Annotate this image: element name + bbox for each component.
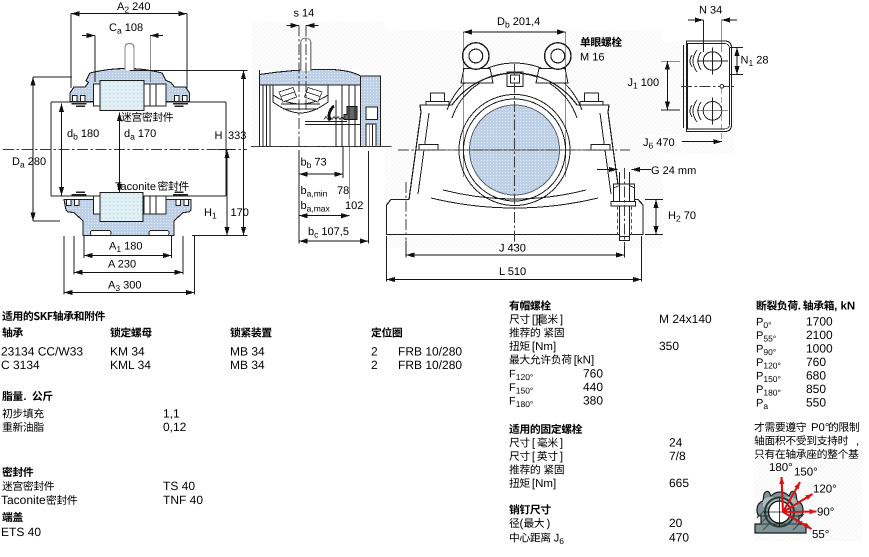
svg-text:680: 680 <box>806 369 826 383</box>
svg-text:KML 34: KML 34 <box>110 358 151 372</box>
svg-text:23134 CC/W33: 23134 CC/W33 <box>1 345 83 359</box>
svg-text:760: 760 <box>806 355 826 369</box>
svg-text:[kN]: [kN] <box>574 355 594 367</box>
svg-text:]: ] <box>560 451 563 463</box>
svg-text:.: . <box>23 391 26 403</box>
svg-text:s 14: s 14 <box>294 8 315 20</box>
svg-text:G 24 mm: G 24 mm <box>651 165 696 177</box>
svg-text:P55°: P55° <box>756 330 776 344</box>
svg-text:[: [ <box>532 451 536 463</box>
svg-text:2: 2 <box>371 345 378 359</box>
svg-text:A2 240: A2 240 <box>117 1 151 15</box>
svg-text:850: 850 <box>806 382 826 396</box>
svg-text:FRB 10/280: FRB 10/280 <box>398 345 462 359</box>
svg-text:A1 180: A1 180 <box>109 241 143 255</box>
svg-text:24: 24 <box>669 436 683 450</box>
svg-text:120°: 120° <box>813 484 837 496</box>
svg-text:[: [ <box>532 438 536 450</box>
svg-text:A3 300: A3 300 <box>108 280 142 294</box>
svg-text:KM 34: KM 34 <box>110 345 145 359</box>
svg-text:F150°: F150° <box>509 382 533 396</box>
svg-text:1,1: 1,1 <box>163 407 180 421</box>
svg-text:P0°: P0° <box>811 422 829 434</box>
svg-text:P120°: P120° <box>756 357 781 371</box>
svg-text:P90°: P90° <box>756 344 776 358</box>
svg-text:J1 100: J1 100 <box>628 77 660 91</box>
svg-text:[][: [][ <box>532 314 542 326</box>
svg-text:Taconite: Taconite <box>1 493 46 507</box>
svg-text:440: 440 <box>583 380 603 394</box>
svg-text:J6: J6 <box>554 533 565 547</box>
svg-text:M 24x140: M 24x140 <box>659 312 712 326</box>
svg-text:1700: 1700 <box>806 315 833 329</box>
svg-text:[Nm]: [Nm] <box>532 341 556 353</box>
svg-text:P150°: P150° <box>756 371 781 385</box>
svg-text:2100: 2100 <box>806 328 833 342</box>
svg-text:bb 73: bb 73 <box>301 157 327 171</box>
svg-text:H1: H1 <box>204 207 217 221</box>
svg-text:760: 760 <box>583 367 603 381</box>
svg-text:H: H <box>215 130 223 142</box>
svg-text:MB 34: MB 34 <box>230 345 265 359</box>
svg-text:ba,min: ba,min <box>301 185 328 199</box>
svg-text:78: 78 <box>337 185 349 197</box>
svg-text:M 16: M 16 <box>580 52 604 64</box>
svg-text:150°: 150° <box>794 467 818 479</box>
svg-text:, kN: , kN <box>834 301 855 313</box>
svg-text:.: . <box>798 301 801 313</box>
svg-text:P0°: P0° <box>756 317 771 331</box>
svg-text:MB 34: MB 34 <box>230 358 265 372</box>
svg-text:bc 107,5: bc 107,5 <box>308 226 349 240</box>
svg-text:F180°: F180° <box>509 396 533 410</box>
svg-text:1000: 1000 <box>806 342 833 356</box>
svg-text:350: 350 <box>659 339 679 353</box>
svg-text:0,12: 0,12 <box>163 420 187 434</box>
svg-text:380: 380 <box>583 394 603 408</box>
svg-text:]: ] <box>560 314 563 326</box>
svg-text:da 170: da 170 <box>124 128 156 142</box>
svg-text:L 510: L 510 <box>499 266 526 278</box>
svg-text:2: 2 <box>371 358 378 372</box>
svg-text:J6 470: J6 470 <box>643 137 675 151</box>
svg-text:FRB 10/280: FRB 10/280 <box>398 358 462 372</box>
svg-text:N 34: N 34 <box>699 5 722 17</box>
svg-text:55°: 55° <box>812 529 829 541</box>
svg-text:[Nm]: [Nm] <box>532 478 556 490</box>
svg-text:ETS 40: ETS 40 <box>1 525 41 539</box>
svg-text:550: 550 <box>806 396 826 410</box>
svg-text:TS 40: TS 40 <box>163 479 195 493</box>
svg-text:333: 333 <box>228 130 246 142</box>
svg-text:(: ( <box>519 518 523 530</box>
svg-text:470: 470 <box>669 531 689 545</box>
svg-text:C 3134: C 3134 <box>1 358 40 372</box>
svg-text:A 230: A 230 <box>108 259 136 271</box>
svg-text:20: 20 <box>669 516 683 530</box>
svg-text:665: 665 <box>669 476 689 490</box>
svg-text:Taconite: Taconite <box>115 181 156 193</box>
svg-text:Ca 108: Ca 108 <box>109 22 143 36</box>
svg-text:P180°: P180° <box>756 384 781 398</box>
svg-text:7/8: 7/8 <box>669 449 686 463</box>
svg-text:180°: 180° <box>769 462 793 474</box>
svg-text:Db 201,4: Db 201,4 <box>497 16 540 30</box>
svg-text:TNF 40: TNF 40 <box>163 493 203 507</box>
svg-text:170: 170 <box>231 207 249 219</box>
svg-text:): ) <box>546 518 550 530</box>
svg-text:J 430: J 430 <box>499 243 526 255</box>
svg-text:ba,max: ba,max <box>301 200 331 214</box>
svg-text:]: ] <box>560 438 563 450</box>
svg-text:N1 28: N1 28 <box>741 55 769 69</box>
svg-text:90°: 90° <box>817 507 834 519</box>
svg-text:H2 70: H2 70 <box>668 210 696 224</box>
svg-text:F120°: F120° <box>509 369 533 383</box>
svg-text:db 180: db 180 <box>67 128 99 142</box>
svg-text:Da 280: Da 280 <box>12 156 46 170</box>
svg-text:Pa: Pa <box>756 398 768 412</box>
svg-text:102: 102 <box>345 200 363 212</box>
svg-text:,: , <box>856 436 859 448</box>
